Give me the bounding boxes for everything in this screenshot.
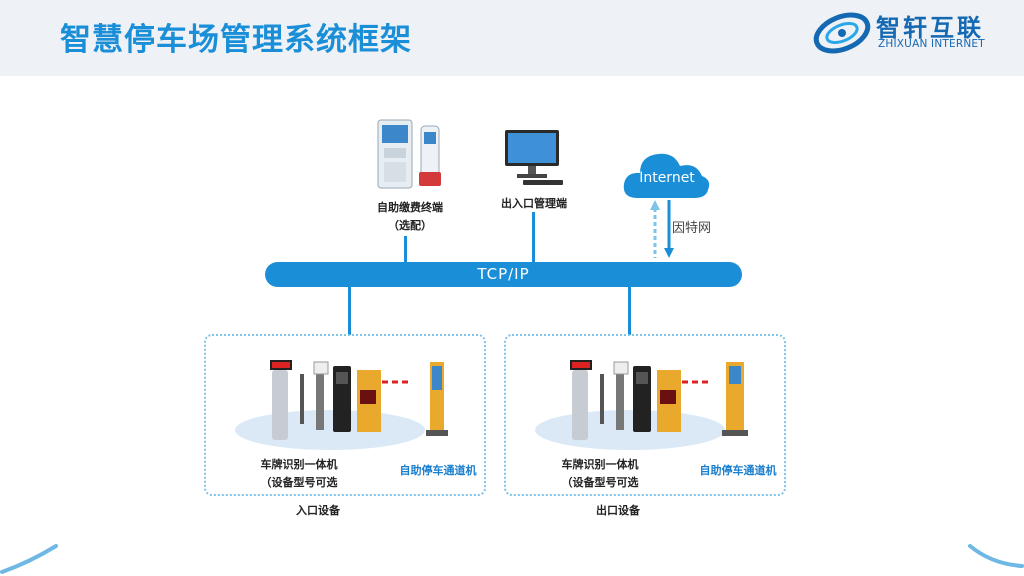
header-bar: 智慧停车场管理系统框架 智轩互联 ZHIXUAN INTERNET [0,0,1024,76]
internet-cloud-icon [623,153,710,198]
corner-swoosh-left-icon [0,544,58,574]
cloud-label: Internet [639,170,695,186]
admin-connector [532,212,535,264]
entrance-machine-label: 自助停车通道机 [399,464,477,477]
logo-name: 智轩互联 [876,14,984,42]
exit-machine-label: 自助停车通道机 [699,464,777,477]
entrance-device-label: 车牌识别一体机 [260,458,338,471]
exit-devices-icon [535,360,748,450]
corner-swoosh-right-icon [968,544,1024,568]
entrance-device-model-label: （设备型号可选 [260,476,338,489]
entrance-connector [348,285,351,335]
kiosk-optional-label: （选配） [388,219,432,232]
tcpip-bus: TCP/IP [265,262,742,287]
company-logo: 智轩互联 ZHIXUAN INTERNET [810,8,1016,58]
kiosk-connector [404,236,407,264]
entrance-zone [204,334,486,496]
entrance-zone-label: 入口设备 [296,504,340,517]
logo-swirl-icon [813,12,871,54]
exit-device-model-label: （设备型号可选 [561,476,639,489]
exit-device-label: 车牌识别一体机 [561,458,639,471]
payment-kiosk-icon [377,119,441,189]
exit-zone-label: 出口设备 [596,504,640,517]
logo-subtitle: ZHIXUAN INTERNET [878,38,985,50]
page-title: 智慧停车场管理系统框架 [60,22,412,58]
admin-computer-icon [505,130,563,185]
entrance-devices-icon [235,360,448,450]
internet-link-arrows-icon [650,200,674,258]
kiosk-label: 自助缴费终端 [377,201,443,214]
admin-label: 出入口管理端 [501,197,567,210]
internet-link-label: 因特网 [672,221,712,236]
bus-label: TCP/IP [477,265,530,283]
exit-connector [628,285,631,335]
exit-zone [504,334,786,496]
